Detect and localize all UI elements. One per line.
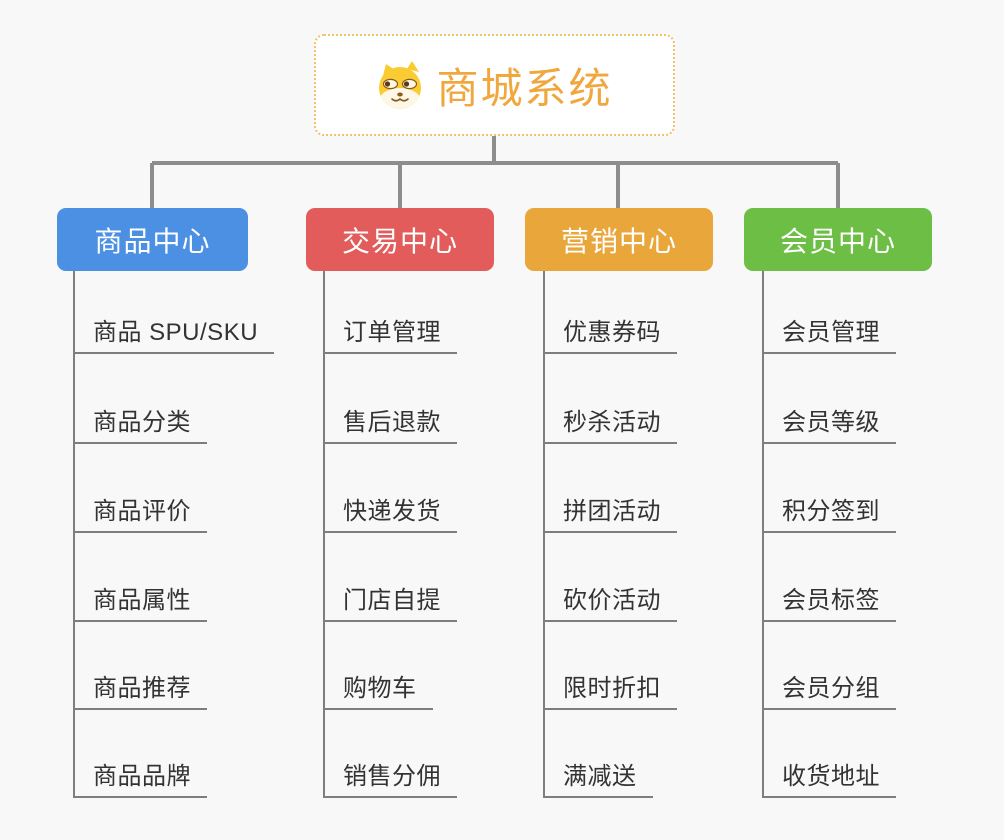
branch-label: 商品中心	[94, 225, 211, 257]
child-topic[interactable]: 购物车	[323, 674, 433, 710]
root-topic[interactable]: 商城系统	[314, 34, 675, 136]
child-topic[interactable]: 会员管理	[762, 318, 896, 354]
doge-icon	[379, 61, 422, 109]
child-topic[interactable]: 销售分佣	[323, 762, 457, 798]
child-topic[interactable]: 积分签到	[762, 497, 896, 533]
child-topic[interactable]: 会员分组	[762, 674, 896, 710]
branch-label: 营销中心	[560, 225, 677, 257]
child-topic[interactable]: 砍价活动	[543, 586, 677, 622]
child-topic[interactable]: 商品属性	[73, 586, 207, 622]
child-topic[interactable]: 限时折扣	[543, 674, 677, 710]
root-title: 商城系统	[436, 64, 613, 112]
child-topic[interactable]: 收货地址	[762, 762, 896, 798]
branch-goods-center[interactable]: 商品中心	[57, 208, 248, 271]
child-topic[interactable]: 满减送	[543, 762, 653, 798]
child-topic[interactable]: 商品分类	[73, 408, 207, 444]
child-topic[interactable]: 订单管理	[323, 318, 457, 354]
child-topic[interactable]: 门店自提	[323, 586, 457, 622]
child-topic[interactable]: 商品 SPU/SKU	[73, 318, 275, 354]
child-topic[interactable]: 商品品牌	[73, 762, 207, 798]
child-topic[interactable]: 快递发货	[323, 497, 457, 533]
child-topic[interactable]: 拼团活动	[543, 497, 677, 533]
branch-label: 会员中心	[779, 225, 896, 257]
branch-label: 交易中心	[341, 225, 458, 257]
child-topic[interactable]: 优惠券码	[543, 318, 677, 354]
branch-marketing-center[interactable]: 营销中心	[525, 208, 713, 271]
child-topic[interactable]: 售后退款	[323, 408, 457, 444]
child-topic[interactable]: 会员等级	[762, 408, 896, 444]
child-topic[interactable]: 秒杀活动	[543, 408, 677, 444]
branch-member-center[interactable]: 会员中心	[744, 208, 932, 271]
branch-trade-center[interactable]: 交易中心	[306, 208, 494, 271]
child-topic[interactable]: 商品评价	[73, 497, 207, 533]
child-topic[interactable]: 商品推荐	[73, 674, 207, 710]
child-topic[interactable]: 会员标签	[762, 586, 896, 622]
